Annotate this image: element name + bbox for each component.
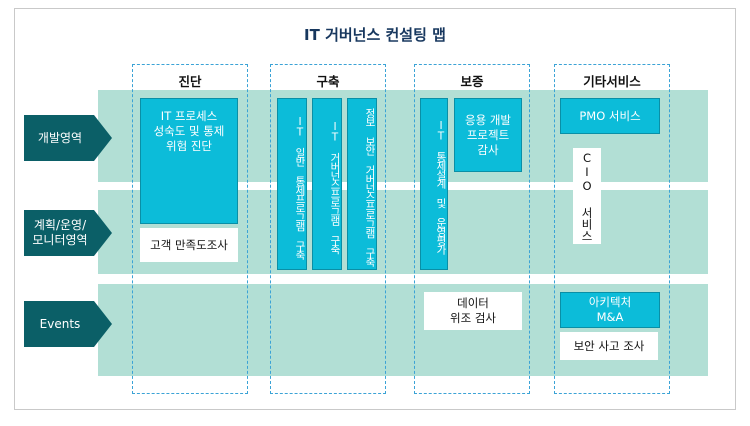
box-pmo-service: PMO 서비스 [560, 98, 660, 134]
column-assurance: 보증 [414, 64, 530, 394]
column-header-assurance: 보증 [460, 74, 484, 89]
box-it-control-design-evaluation: IT 통제설계 및 운영평가 [420, 98, 448, 270]
box-it-governance-program: IT 거버넌스프로그램 구축 [312, 98, 342, 270]
row-arrow-events: Events [24, 301, 112, 347]
arrow-shape-icon [24, 115, 112, 161]
box-security-governance-program: 정보 보안 거버넌스프로그램 구축 [347, 98, 377, 270]
box-customer-survey: 고객 만족도조사 [140, 228, 238, 262]
column-other-services: 기타서비스 [554, 64, 670, 394]
row-label-development: 개발영역 [37, 130, 83, 145]
column-header-diagnosis: 진단 [178, 74, 202, 89]
column-header-build: 구축 [316, 74, 340, 89]
box-cio-service: CIO 서비스 [573, 148, 601, 244]
column-header-other-services: 기타서비스 [583, 74, 641, 89]
column-build: 구축 [270, 64, 386, 394]
row-label-planning: 계획/운영/ 모니터영역 [32, 218, 88, 247]
box-application-project-audit: 응용 개발 프로젝트 감사 [454, 98, 522, 172]
diagram-title: IT 거버넌스 컨설팅 맵 [304, 26, 446, 44]
box-security-incident-investigation: 보안 사고 조사 [560, 332, 658, 360]
box-architecture-ma: 아키텍처 M&A [560, 292, 660, 328]
box-data-forgery-inspection: 데이터 위조 검사 [424, 292, 522, 330]
column-diagnosis: 진단 [132, 64, 248, 394]
arrow-shape-icon [24, 210, 112, 256]
row-arrow-development: 개발영역 [24, 115, 112, 161]
box-it-general-control-program: IT 일반 통제프로그램 구축 [277, 98, 307, 270]
row-label-events: Events [39, 316, 81, 331]
arrow-shape-icon [24, 301, 112, 347]
box-it-process-maturity: IT 프로세스 성숙도 및 통제 위험 진단 [140, 98, 238, 224]
row-arrow-planning: 계획/운영/ 모니터영역 [24, 210, 112, 256]
